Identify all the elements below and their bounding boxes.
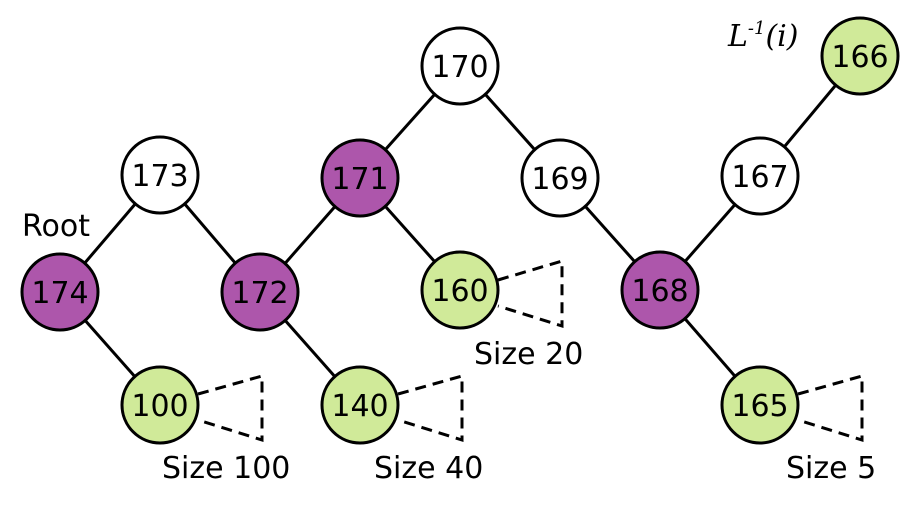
node-label: 167 bbox=[731, 160, 788, 195]
subtree-size-label: Size 5 bbox=[786, 451, 876, 486]
tree-node: 174 bbox=[20, 252, 100, 332]
subtree-triangles bbox=[197, 258, 864, 443]
tree-node: 100 bbox=[120, 365, 200, 445]
node-circle bbox=[320, 365, 400, 445]
node-label: 140 bbox=[331, 389, 388, 424]
node-label: 174 bbox=[31, 276, 88, 311]
subtree-size-label: Size 40 bbox=[374, 451, 483, 486]
node-label: 160 bbox=[431, 274, 488, 309]
node-circle bbox=[720, 365, 800, 445]
tree-node: 172 bbox=[220, 252, 300, 332]
node-circle bbox=[420, 250, 500, 330]
node-label: 100 bbox=[131, 389, 188, 424]
tree-node: 167 bbox=[720, 136, 800, 216]
inverse-base: L bbox=[727, 19, 748, 54]
subtree-size-label: Size 20 bbox=[474, 337, 583, 372]
subtree-triangle-100 bbox=[197, 374, 264, 443]
node-label: 168 bbox=[631, 274, 688, 309]
node-circle bbox=[20, 252, 100, 332]
node-circle bbox=[220, 252, 300, 332]
tree-node: 165 bbox=[720, 365, 800, 445]
tree-node: 173 bbox=[120, 135, 200, 215]
node-label: 171 bbox=[331, 162, 388, 197]
nodes: 170 173 171 169 167 166 174 172 bbox=[20, 16, 900, 445]
tree-node: 168 bbox=[620, 250, 700, 330]
inverse-label: L-1(i) bbox=[727, 18, 798, 54]
inverse-sup: -1 bbox=[748, 18, 766, 39]
subtree-size-label: Size 100 bbox=[162, 451, 290, 486]
tree-node: 169 bbox=[520, 138, 600, 218]
node-circle bbox=[120, 135, 200, 215]
root-label: Root bbox=[22, 209, 90, 244]
node-label: 165 bbox=[731, 389, 788, 424]
node-circle bbox=[420, 26, 500, 106]
node-label: 169 bbox=[531, 162, 588, 197]
tree-node: 160 bbox=[420, 250, 500, 330]
tree-node: 170 bbox=[420, 26, 500, 106]
node-circle bbox=[620, 250, 700, 330]
node-circle bbox=[520, 138, 600, 218]
node-label: 166 bbox=[831, 40, 888, 75]
inverse-arg: (i) bbox=[765, 19, 798, 54]
node-label: 172 bbox=[231, 276, 288, 311]
node-circle bbox=[720, 136, 800, 216]
tree-node: 171 bbox=[320, 138, 400, 218]
tree-node: 166 bbox=[820, 16, 900, 96]
subtree-triangle-165 bbox=[797, 374, 864, 443]
node-circle bbox=[820, 16, 900, 96]
node-circle bbox=[320, 138, 400, 218]
tree-node: 140 bbox=[320, 365, 400, 445]
node-label: 173 bbox=[131, 159, 188, 194]
subtree-triangle-140 bbox=[397, 374, 464, 443]
node-circle bbox=[120, 365, 200, 445]
node-label: 170 bbox=[431, 50, 488, 85]
subtree-triangle-160 bbox=[497, 258, 564, 329]
edges bbox=[58, 55, 862, 406]
